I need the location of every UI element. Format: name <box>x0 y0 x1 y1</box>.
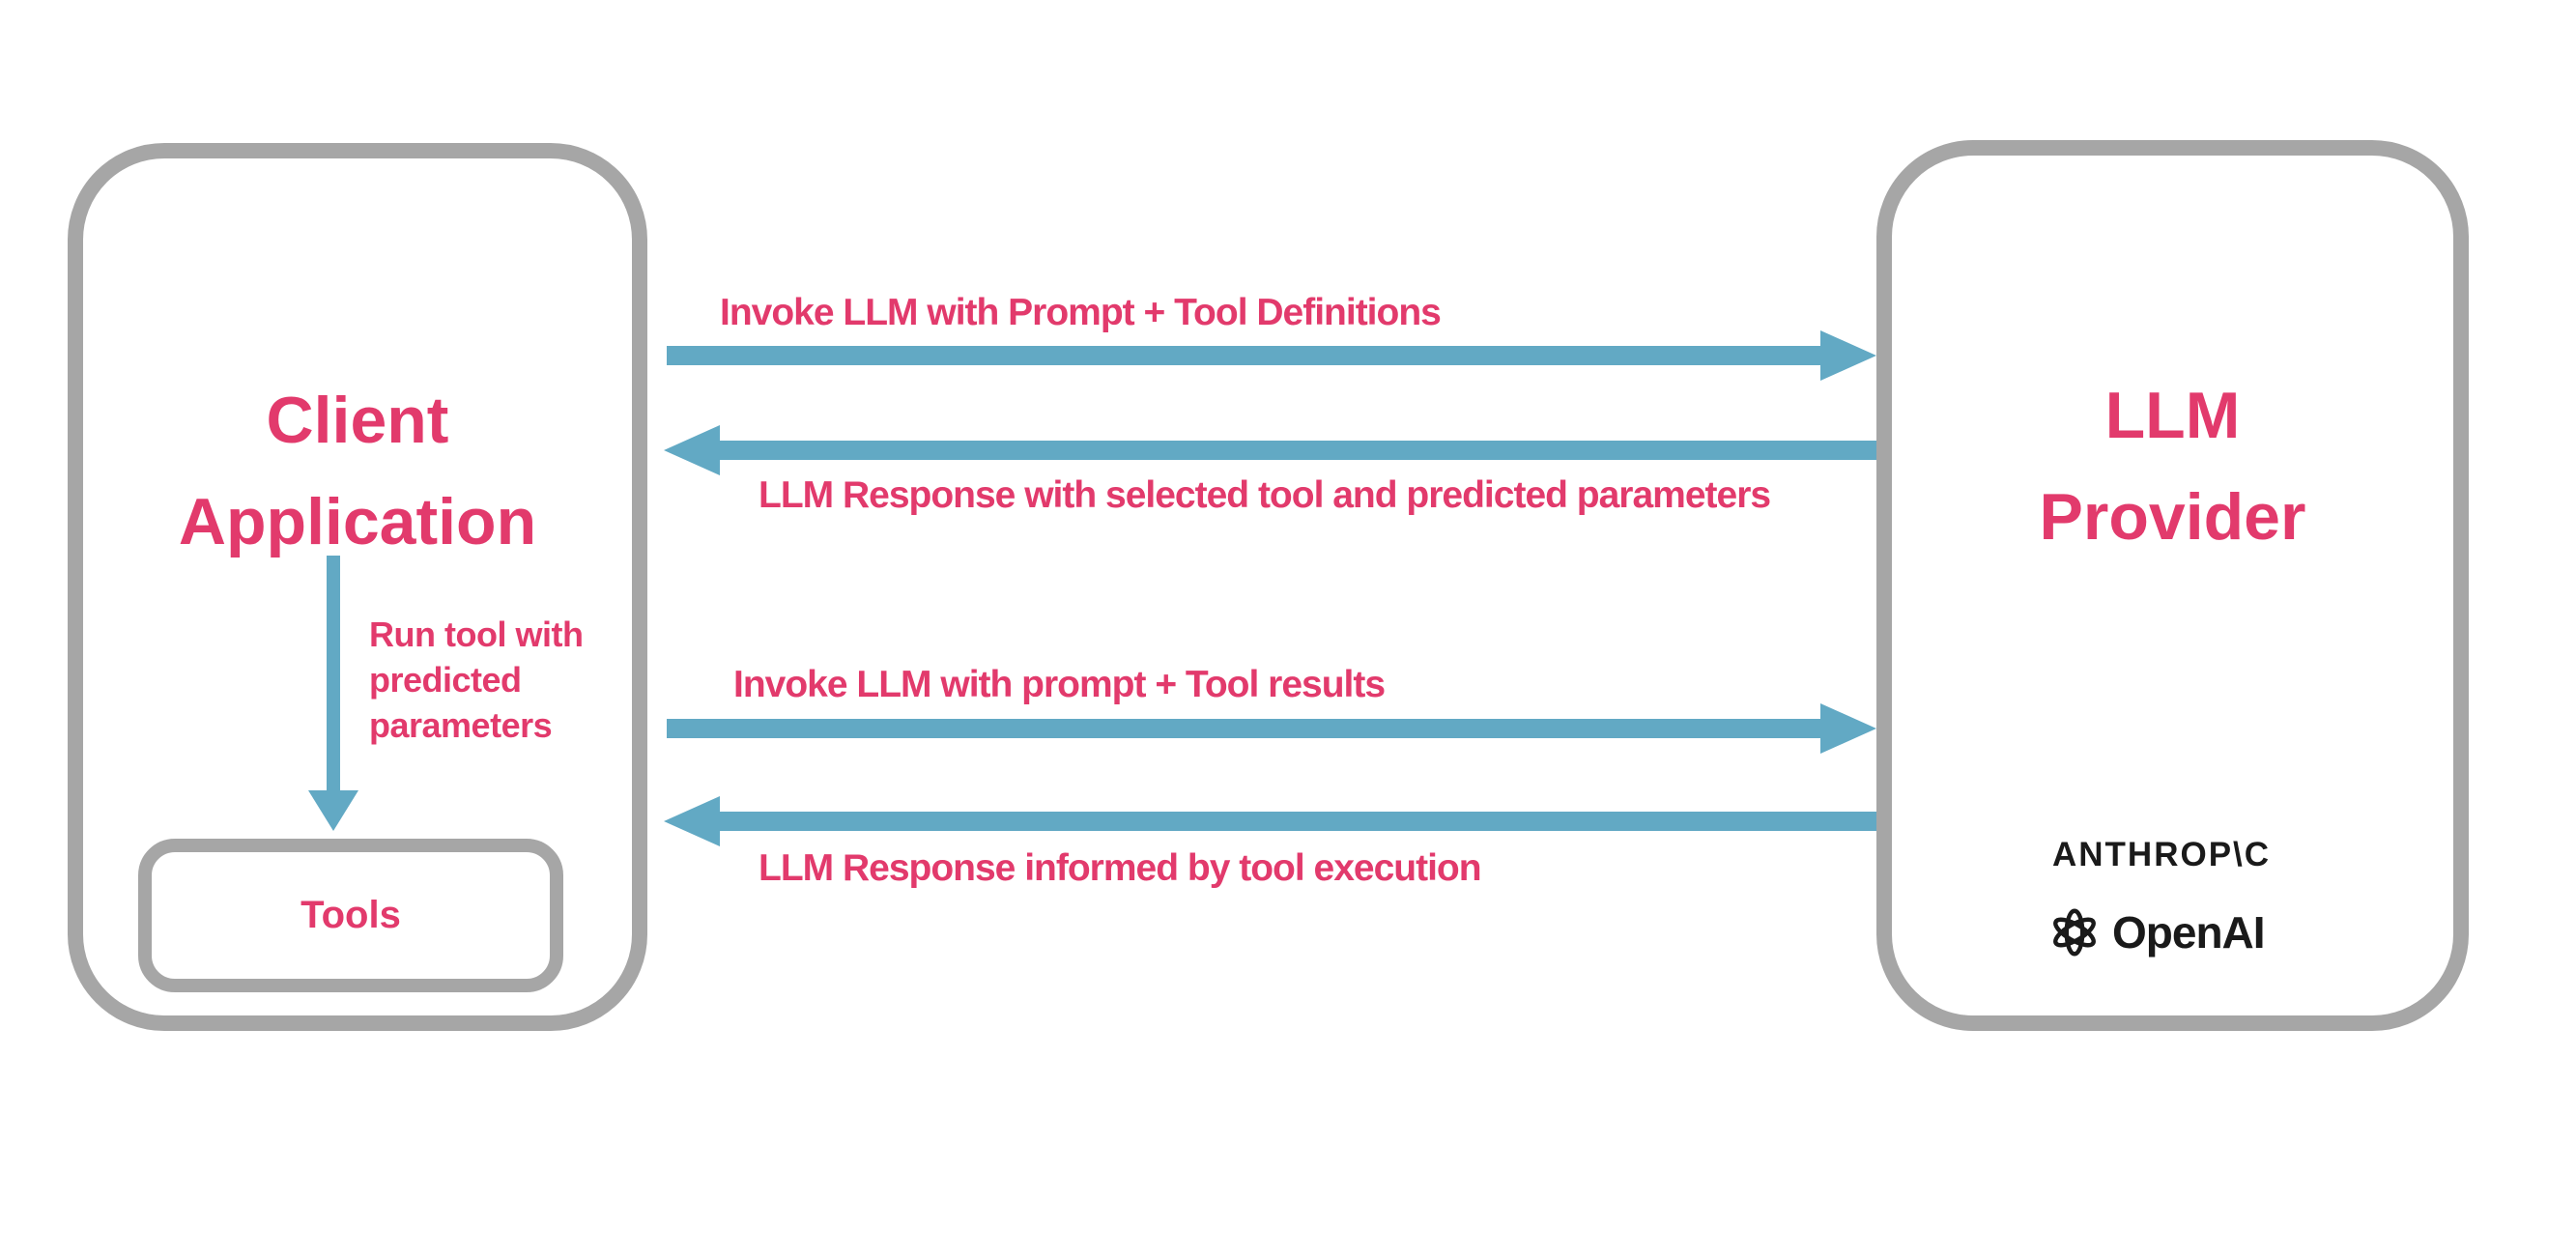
llm-provider-title: LLM Provider <box>1876 365 2469 568</box>
tools-box: Tools <box>138 839 563 992</box>
openai-wordmark: OpenAI <box>2112 907 2266 958</box>
anthropic-logo: ANTHROP\C <box>2052 836 2272 873</box>
client-title-line1: Client <box>266 384 449 457</box>
label-run-tool: Run tool with predicted parameters <box>369 615 584 745</box>
arrow-response-tool-shaft <box>720 441 1876 460</box>
arrow-run-tool-shaft <box>327 556 340 793</box>
llm-provider-box <box>1876 140 2469 1031</box>
label-invoke-with-results: Invoke LLM with prompt + Tool results <box>733 664 1386 705</box>
llm-title-line1: LLM <box>2104 379 2241 452</box>
tools-label: Tools <box>301 894 401 936</box>
arrow-response-informed-shaft <box>720 812 1876 831</box>
openai-flower-icon <box>2053 908 2096 957</box>
arrow-run-tool-head-icon <box>308 790 358 831</box>
arrow-response-informed-head-icon <box>664 796 720 846</box>
arrow-invoke-definitions-shaft <box>667 346 1820 365</box>
arrow-invoke-results-head-icon <box>1820 703 1876 754</box>
label-response-with-tool: LLM Response with selected tool and pred… <box>758 474 1771 516</box>
openai-logo: OpenAI <box>2046 904 2266 960</box>
arrow-response-tool-head-icon <box>664 425 720 475</box>
arrow-invoke-definitions-head-icon <box>1820 330 1876 381</box>
label-invoke-with-definitions: Invoke LLM with Prompt + Tool Definition… <box>720 292 1442 333</box>
client-application-title: Client Application <box>68 370 647 573</box>
llm-title-line2: Provider <box>2039 480 2306 554</box>
arrow-invoke-results-shaft <box>667 719 1820 738</box>
label-response-informed: LLM Response informed by tool execution <box>758 847 1482 889</box>
client-title-line2: Application <box>178 485 537 558</box>
